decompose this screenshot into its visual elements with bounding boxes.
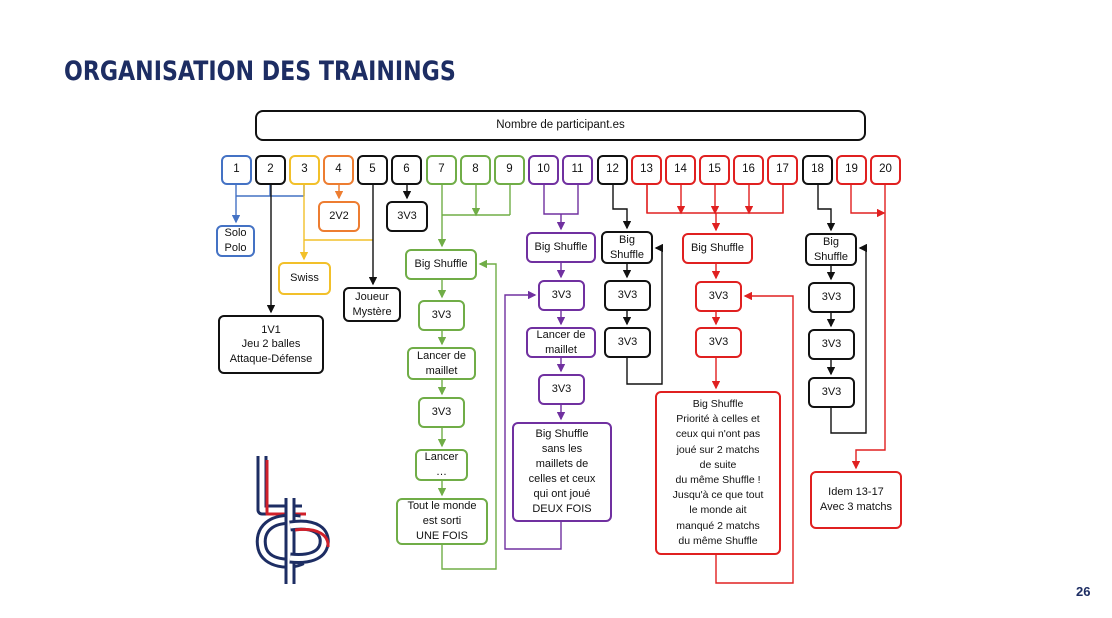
connector-red-19 bbox=[850, 185, 886, 218]
participant-count-9: 9 bbox=[494, 155, 525, 185]
box-joueur-mystere: Joueur Mystère bbox=[343, 287, 401, 322]
participant-count-3: 3 bbox=[289, 155, 320, 185]
participant-count-12: 12 bbox=[597, 155, 628, 185]
box-red-big-shuffle: Big Shuffle bbox=[682, 233, 753, 264]
connector-green-loop bbox=[441, 259, 497, 570]
connector-black18-loop bbox=[830, 243, 867, 434]
participant-count-19: 19 bbox=[836, 155, 867, 185]
lbp-logo bbox=[250, 450, 340, 595]
box-green-big-shuffle: Big Shuffle bbox=[405, 249, 477, 280]
box-purple-lancer-maillet: Lancer de maillet bbox=[526, 327, 596, 358]
participant-count-20: 20 bbox=[870, 155, 901, 185]
page-title: ORGANISATION DES TRAININGS bbox=[64, 56, 456, 87]
participant-count-13: 13 bbox=[631, 155, 662, 185]
box-one-v-one: 1V1 Jeu 2 balles Attaque-Défense bbox=[218, 315, 324, 374]
box-green-lancer-maillet: Lancer de maillet bbox=[407, 347, 476, 380]
box-black18-big-shuffle: Big Shuffle bbox=[805, 233, 857, 266]
header-box: Nombre de participant.es bbox=[255, 110, 866, 141]
page-number: 26 bbox=[1076, 584, 1091, 599]
box-red-3v3-b: 3V3 bbox=[695, 327, 742, 358]
participant-count-16: 16 bbox=[733, 155, 764, 185]
box-black18-3v3-a: 3V3 bbox=[808, 282, 855, 313]
participant-count-17: 17 bbox=[767, 155, 798, 185]
participant-count-8: 8 bbox=[460, 155, 491, 185]
box-black18-3v3-c: 3V3 bbox=[808, 377, 855, 408]
participant-count-15: 15 bbox=[699, 155, 730, 185]
connector-red-loop bbox=[715, 291, 794, 584]
box-purple-3v3-b: 3V3 bbox=[538, 374, 585, 405]
connector-black18-big-shuffle bbox=[817, 185, 836, 232]
box-v3v3-6: 3V3 bbox=[386, 201, 428, 232]
box-idem: Idem 13-17 Avec 3 matchs bbox=[810, 471, 902, 529]
participant-count-14: 14 bbox=[665, 155, 696, 185]
box-black12-big-shuffle: Big Shuffle bbox=[601, 231, 653, 264]
participant-count-1: 1 bbox=[221, 155, 252, 185]
connector-idem bbox=[851, 185, 886, 470]
box-black12-3v3-a: 3V3 bbox=[604, 280, 651, 311]
box-solo-polo: Solo Polo bbox=[216, 225, 255, 257]
box-black18-3v3-b: 3V3 bbox=[808, 329, 855, 360]
participant-count-18: 18 bbox=[802, 155, 833, 185]
participant-count-10: 10 bbox=[528, 155, 559, 185]
participant-count-2: 2 bbox=[255, 155, 286, 185]
box-red-big-shuffle-priorite: Big Shuffle Priorité à celles et ceux qu… bbox=[655, 391, 781, 555]
box-green-tout-le-monde: Tout le monde est sorti UNE FOIS bbox=[396, 498, 488, 545]
box-purple-big-shuffle: Big Shuffle bbox=[526, 232, 596, 263]
box-purple-big-shuffle-sans: Big Shuffle sans les maillets de celles … bbox=[512, 422, 612, 522]
participant-count-5: 5 bbox=[357, 155, 388, 185]
box-v2v2: 2V2 bbox=[318, 201, 360, 232]
connector-purple-loop bbox=[504, 290, 562, 550]
box-green-3v3-a: 3V3 bbox=[418, 300, 465, 331]
box-purple-3v3-a: 3V3 bbox=[538, 280, 585, 311]
connector-black12-loop bbox=[626, 243, 663, 385]
participant-count-6: 6 bbox=[391, 155, 422, 185]
participant-count-7: 7 bbox=[426, 155, 457, 185]
box-black12-3v3-b: 3V3 bbox=[604, 327, 651, 358]
box-swiss: Swiss bbox=[278, 262, 331, 295]
participant-count-11: 11 bbox=[562, 155, 593, 185]
box-red-3v3-a: 3V3 bbox=[695, 281, 742, 312]
connector-purple-merge bbox=[543, 185, 579, 215]
box-green-3v3-b: 3V3 bbox=[418, 397, 465, 428]
box-green-lancer: Lancer … bbox=[415, 449, 468, 481]
connector-black12-big-shuffle bbox=[612, 185, 632, 230]
participant-count-4: 4 bbox=[323, 155, 354, 185]
